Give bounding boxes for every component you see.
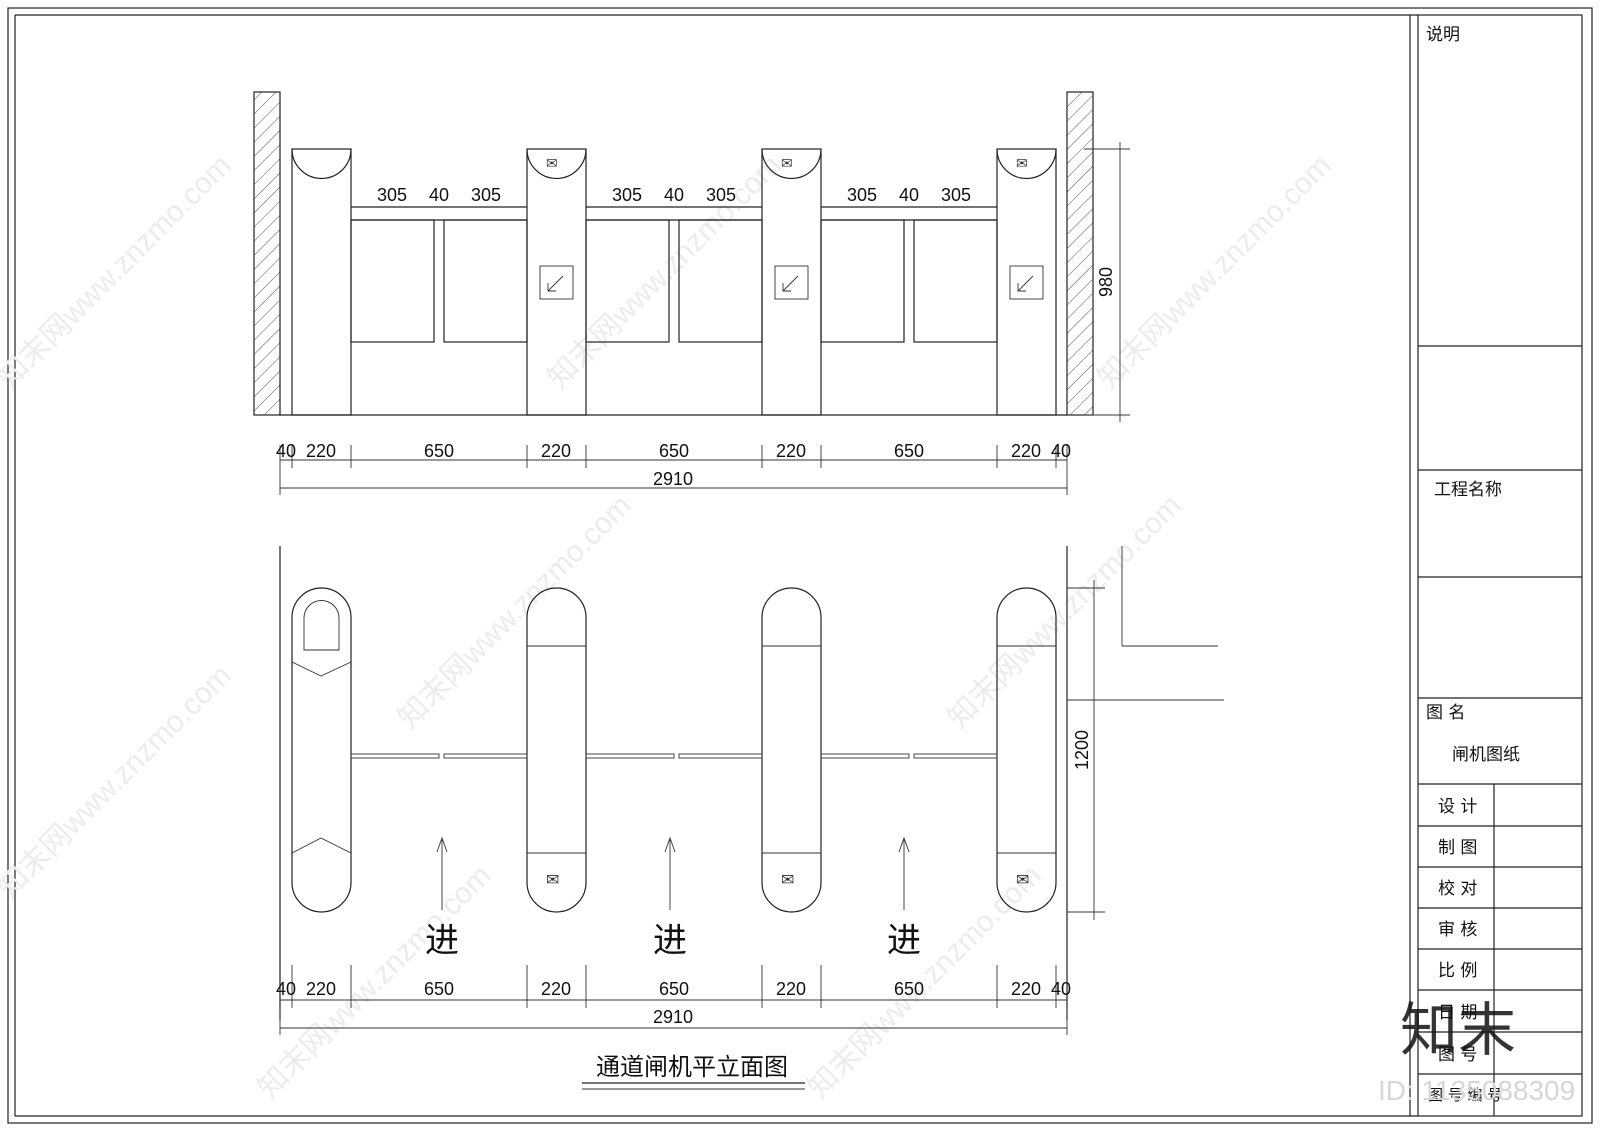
gate-post: ✉ <box>996 148 1057 416</box>
dim-label: 980 <box>1096 267 1116 297</box>
dim-label: 220 <box>306 441 336 461</box>
dim-label: 220 <box>776 979 806 999</box>
drafter-label: 制 图 <box>1438 838 1477 858</box>
card-reader-icon: ✉ <box>781 870 794 889</box>
arrow-indicator-icon <box>1009 265 1044 300</box>
elevation-top-dimensions: 305 40 305 305 40 305 305 40 305 <box>377 185 971 205</box>
plan-flaps <box>350 753 998 759</box>
drawing-code-label: 图 号 编 号 <box>1428 1086 1502 1104</box>
checker-label: 校 对 <box>1438 879 1477 899</box>
dim-label: 305 <box>612 185 642 205</box>
dim-label: 40 <box>899 185 919 205</box>
right-wall <box>1066 91 1094 416</box>
plan-view: ✉ ✉ ✉ <box>276 546 1224 1090</box>
dim-label: 650 <box>894 441 924 461</box>
dim-label: 650 <box>659 979 689 999</box>
scale-label: 比 例 <box>1438 961 1477 981</box>
gate-post <box>291 148 352 416</box>
dim-label: 40 <box>429 185 449 205</box>
plan-post: ✉ <box>526 587 587 913</box>
watermark-text: 知末网www.znzmo.com <box>0 659 238 905</box>
enter-label: 进 <box>425 921 459 961</box>
designer-label: 设 计 <box>1438 797 1477 817</box>
plan-post: ✉ <box>996 587 1057 913</box>
entry-arrow-icon <box>436 836 448 910</box>
drawing-title: 通道闸机平立面图 <box>596 1053 788 1081</box>
date-label: 日 期 <box>1438 1003 1477 1023</box>
dim-label: 305 <box>377 185 407 205</box>
dim-label: 305 <box>941 185 971 205</box>
card-reader-icon: ✉ <box>546 156 558 172</box>
dim-label: 220 <box>1011 979 1041 999</box>
brand-logo-text: 知末 <box>1400 996 1516 1064</box>
watermark-text: 知末网www.znzmo.com <box>392 489 638 735</box>
title-block-frame <box>1417 14 1583 1117</box>
card-reader-icon: ✉ <box>781 156 793 172</box>
project-name-label: 工程名称 <box>1434 480 1502 500</box>
watermark-text: 知末网www.znzmo.com <box>0 149 238 395</box>
dim-label: 220 <box>1011 441 1041 461</box>
dim-label: 1200 <box>1072 730 1092 770</box>
arrow-indicator-icon <box>539 265 574 300</box>
dim-label: 220 <box>776 441 806 461</box>
drawing-name-label: 图 名 <box>1426 703 1465 723</box>
dim-label: 305 <box>706 185 736 205</box>
dim-label: 305 <box>847 185 877 205</box>
plan-depth-dimension: 1200 <box>1067 546 1224 920</box>
elevation-height-dimension: 980 <box>1084 142 1130 422</box>
elevation-bottom-dimensions: 40 220 650 220 650 220 650 220 40 2910 <box>276 441 1071 495</box>
drawing-number-label: 图 号 <box>1438 1045 1477 1065</box>
dim-label: 220 <box>541 441 571 461</box>
dim-label: 650 <box>894 979 924 999</box>
dim-label: 40 <box>1051 441 1071 461</box>
dim-label: 40 <box>1051 979 1071 999</box>
card-reader-icon: ✉ <box>1016 870 1029 889</box>
enter-label: 进 <box>887 921 921 961</box>
reviewer-label: 审 核 <box>1438 920 1477 940</box>
notes-label: 说明 <box>1426 25 1460 45</box>
elevation-view: ✉ ✉ ✉ <box>253 91 1130 495</box>
drawing-name-value: 闸机图纸 <box>1452 745 1520 765</box>
plan-bottom-dimensions: 40 220 650 220 650 220 650 220 40 2910 <box>276 965 1071 1035</box>
plan-post <box>291 587 352 913</box>
enter-label: 进 <box>653 921 687 961</box>
title-block: 说明 工程名称 图 名 闸机图纸 设 计 制 图 校 对 审 核 比 例 日 期… <box>1418 25 1582 1116</box>
dim-label: 220 <box>541 979 571 999</box>
sheet-border <box>7 7 1593 1124</box>
dim-label: 40 <box>276 979 296 999</box>
dim-label: 305 <box>471 185 501 205</box>
dim-label: 650 <box>424 441 454 461</box>
dim-total: 2910 <box>653 469 693 489</box>
dim-label: 650 <box>424 979 454 999</box>
card-reader-icon: ✉ <box>1016 156 1028 172</box>
left-wall <box>253 91 281 416</box>
watermark-id: ID: 1135088309 <box>1378 1075 1575 1106</box>
dim-label: 220 <box>306 979 336 999</box>
brand-watermark: 知末 ID: 1135088309 <box>1378 996 1575 1106</box>
watermark-text: 知末网www.znzmo.com <box>1092 149 1338 395</box>
card-reader-icon: ✉ <box>546 870 559 889</box>
arrow-indicator-icon <box>774 265 809 300</box>
dim-label: 650 <box>659 441 689 461</box>
dim-label: 40 <box>276 441 296 461</box>
dim-label: 40 <box>664 185 684 205</box>
entry-arrow-icon <box>898 836 910 910</box>
watermark-text: 知末网www.znzmo.com <box>942 489 1188 735</box>
entry-arrow-icon <box>664 836 676 910</box>
flap-panels <box>350 206 998 343</box>
dim-total: 2910 <box>653 1007 693 1027</box>
plan-post: ✉ <box>761 587 822 913</box>
